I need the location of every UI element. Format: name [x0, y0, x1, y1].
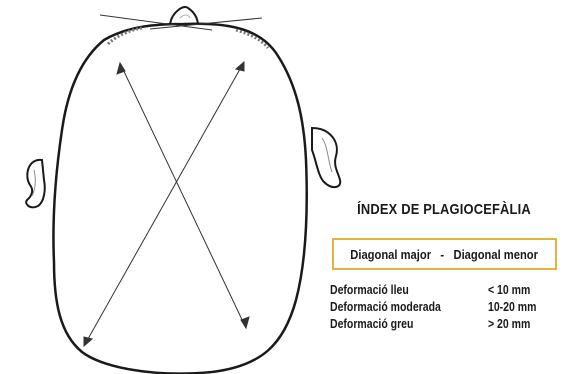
severity-label: Deformació greu	[330, 317, 414, 331]
severity-value: > 20 mm	[488, 317, 531, 331]
tangent-line-left	[99, 14, 213, 31]
severity-value: < 10 mm	[488, 283, 531, 297]
severity-row-moderate: Deformació moderada 10-20 mm	[330, 299, 562, 316]
severity-label: Deformació moderada	[330, 300, 441, 314]
severity-table: Deformació lleu < 10 mm Deformació moder…	[330, 282, 562, 333]
diagram-title: ÍNDEX DE PLAGIOCEFÀLIA	[357, 201, 531, 218]
severity-row-severe: Deformació greu > 20 mm	[330, 316, 562, 333]
diagonal-arrow-1	[116, 61, 250, 330]
severity-value: 10-20 mm	[488, 300, 537, 314]
diagonal-arrow-2	[83, 60, 245, 348]
head-outline	[52, 22, 308, 374]
right-ear	[311, 126, 342, 188]
formula-right: Diagonal menor	[453, 246, 539, 262]
formula-left: Diagonal major	[350, 246, 432, 262]
nose	[169, 6, 199, 27]
formula-operator: -	[440, 246, 445, 262]
severity-label: Deformació lleu	[330, 283, 409, 297]
severity-row-mild: Deformació lleu < 10 mm	[330, 282, 562, 299]
tangent-line-right	[149, 17, 263, 30]
formula-text: Diagonal major - Diagonal menor	[351, 247, 539, 262]
formula-box: Diagonal major - Diagonal menor	[332, 238, 557, 270]
